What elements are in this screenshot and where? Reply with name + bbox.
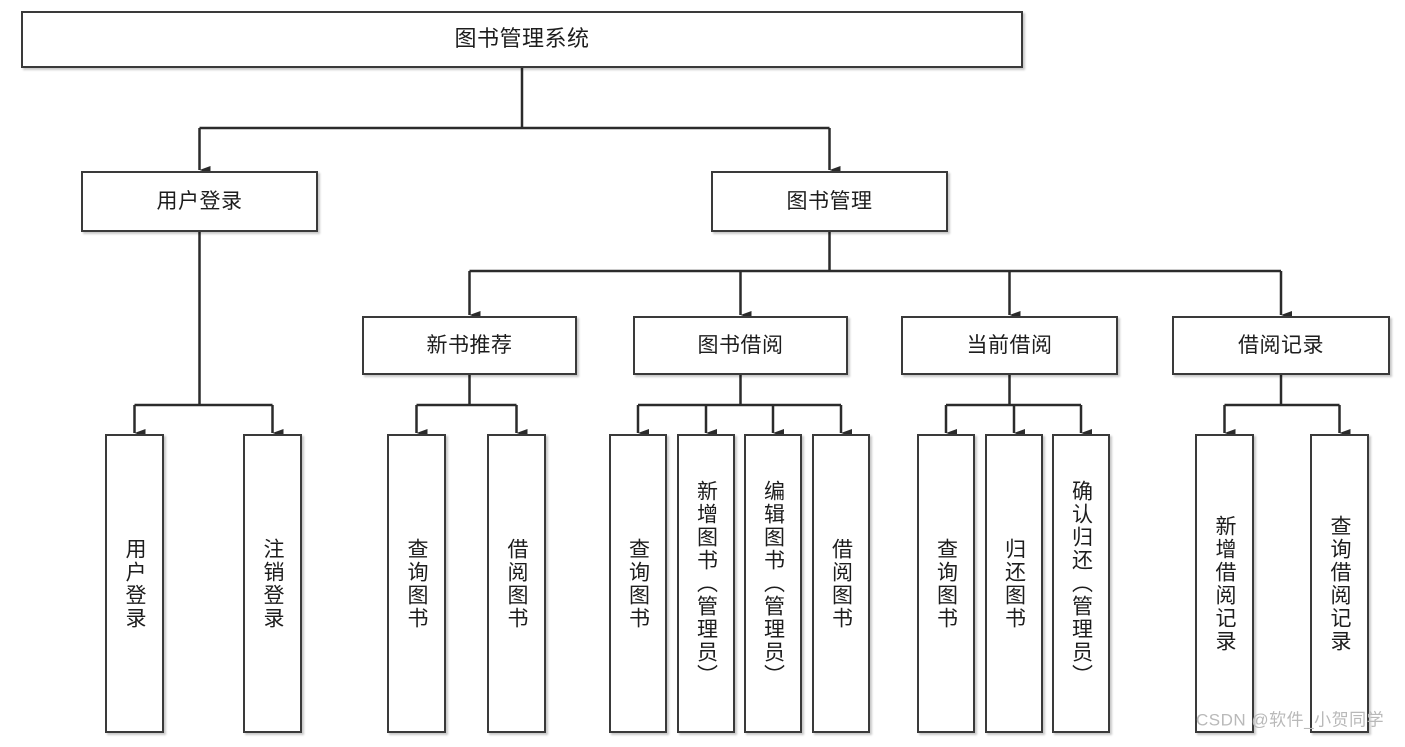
node-user-login[interactable]: 用户登录 xyxy=(81,171,318,232)
node-leaf-cur-query[interactable]: 查询图书 xyxy=(917,434,975,733)
node-leaf-borrow-lend[interactable]: 借阅图书 xyxy=(812,434,870,733)
node-label: 确认归还（管理员） xyxy=(1069,480,1093,687)
node-label: 新增借阅记录 xyxy=(1213,514,1236,653)
csdn-watermark: CSDN @软件_小贺同学 xyxy=(1196,710,1385,730)
node-leaf-borrow-query[interactable]: 查询图书 xyxy=(609,434,667,733)
node-label: 注销登录 xyxy=(261,537,284,630)
node-label: 借阅图书 xyxy=(829,537,853,630)
node-label: 编辑图书（管理员） xyxy=(761,480,785,687)
node-leaf-user-login[interactable]: 用户登录 xyxy=(105,434,164,733)
node-leaf-cur-return[interactable]: 归还图书 xyxy=(985,434,1043,733)
node-leaf-borrow-add[interactable]: 新增图书（管理员） xyxy=(677,434,735,733)
node-label: 借阅图书 xyxy=(505,537,528,630)
node-leaf-borrow-edit[interactable]: 编辑图书（管理员） xyxy=(744,434,802,733)
node-label: 图书管理 xyxy=(786,189,873,213)
node-label: 图书管理系统 xyxy=(454,26,590,52)
node-leaf-rec-query2[interactable]: 查询借阅记录 xyxy=(1310,434,1369,733)
node-leaf-user-logout[interactable]: 注销登录 xyxy=(243,434,302,733)
node-book-manage[interactable]: 图书管理 xyxy=(711,171,948,232)
connector-group xyxy=(133,68,1351,437)
node-root[interactable]: 图书管理系统 xyxy=(21,11,1023,68)
node-label: 借阅记录 xyxy=(1238,333,1324,357)
node-label: 查询图书 xyxy=(934,537,958,630)
node-label: 用户登录 xyxy=(123,537,146,630)
node-label: 查询图书 xyxy=(405,537,428,630)
node-borrow-record[interactable]: 借阅记录 xyxy=(1172,316,1390,375)
node-label: 当前借阅 xyxy=(966,333,1053,357)
node-book-borrow[interactable]: 图书借阅 xyxy=(633,316,848,375)
node-label: 归还图书 xyxy=(1002,537,1026,630)
node-label: 用户登录 xyxy=(156,189,243,213)
node-current-borrow[interactable]: 当前借阅 xyxy=(901,316,1118,375)
node-label: 查询图书 xyxy=(626,537,650,630)
node-label: 查询借阅记录 xyxy=(1328,514,1351,653)
node-leaf-rec-query[interactable]: 查询图书 xyxy=(387,434,446,733)
node-new-book-rec[interactable]: 新书推荐 xyxy=(362,316,577,375)
node-label: 新增图书（管理员） xyxy=(694,480,718,687)
node-leaf-rec-add[interactable]: 新增借阅记录 xyxy=(1195,434,1254,733)
node-label: 图书借阅 xyxy=(697,333,784,357)
node-leaf-cur-confirm[interactable]: 确认归还（管理员） xyxy=(1052,434,1110,733)
node-leaf-rec-borrow[interactable]: 借阅图书 xyxy=(487,434,546,733)
node-label: 新书推荐 xyxy=(426,333,513,357)
